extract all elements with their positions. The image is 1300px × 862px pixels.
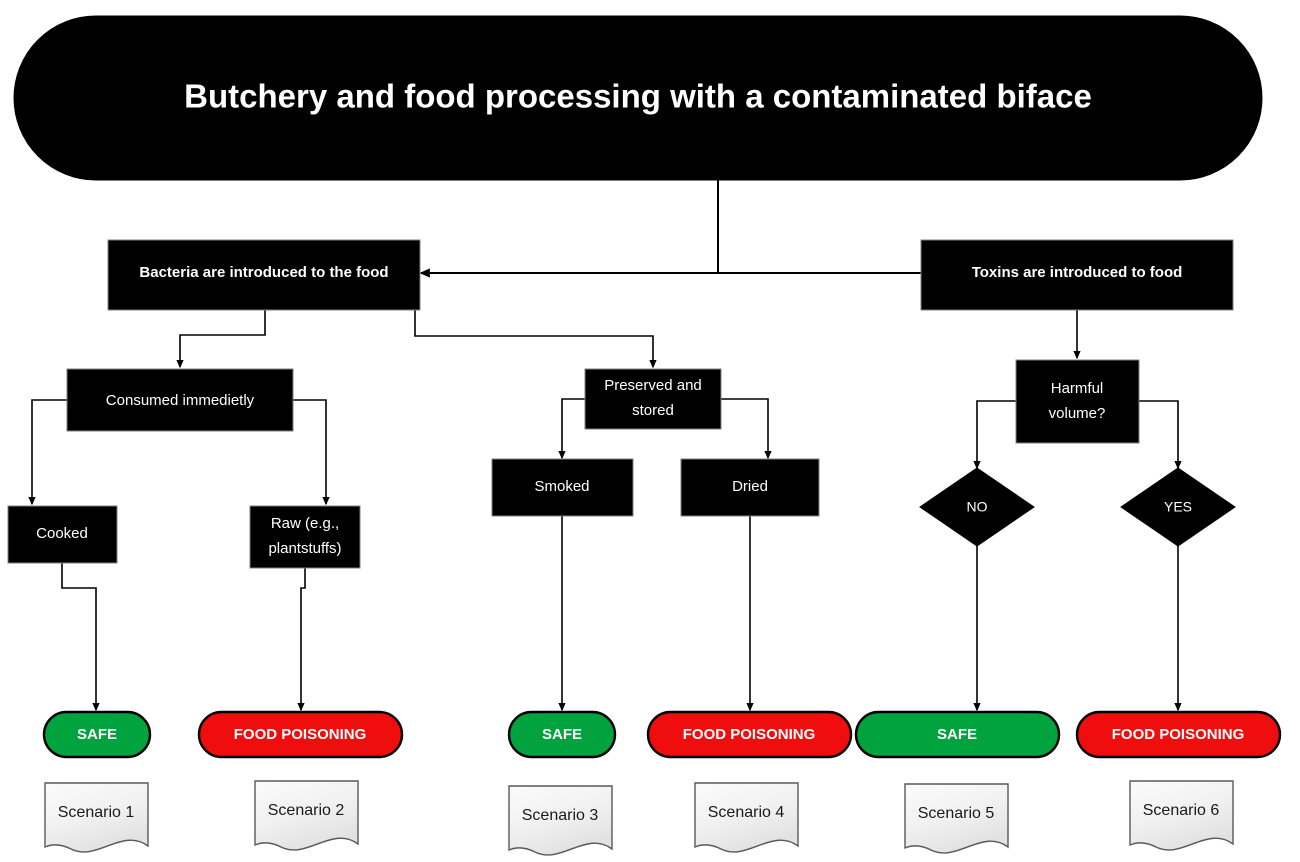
scenario-5-label: Scenario 5 <box>918 805 995 822</box>
scenario-1-shape <box>44 782 149 853</box>
scenario-6-label: Scenario 6 <box>1143 802 1220 819</box>
scenario-4-shape <box>694 782 799 853</box>
outcome-2[interactable]: FOOD POISONING <box>197 710 404 759</box>
outcome-1[interactable]: SAFE <box>42 710 152 759</box>
node-raw-label-line1: Raw (e.g., <box>271 515 339 532</box>
outcome-4-shape <box>646 710 853 759</box>
scenario-3-label: Scenario 3 <box>522 807 599 824</box>
outcome-3-label: SAFE <box>542 726 582 743</box>
connector-bacteria-to-consumed <box>176 310 266 369</box>
connector-cooked-to-outcome-1 <box>61 563 100 712</box>
scenario-1-label: Scenario 1 <box>58 804 135 821</box>
scenario-2[interactable]: Scenario 2 <box>254 780 359 851</box>
scenario-3-shape <box>508 785 613 856</box>
node-dried-label: Dried <box>732 478 768 495</box>
node-yes-shape <box>1120 467 1236 547</box>
scenario-4[interactable]: Scenario 4 <box>694 782 799 853</box>
outcome-5-label: SAFE <box>937 726 977 743</box>
page-title: Butchery and food processing with a cont… <box>184 78 1092 115</box>
outcome-5[interactable]: SAFE <box>854 710 1061 759</box>
node-raw-label-line2: plantstuffs) <box>268 540 341 557</box>
outcome-1-shape <box>42 710 152 759</box>
node-preserved-shape <box>584 368 722 430</box>
node-bacteria-shape <box>107 239 421 311</box>
title-node[interactable]: Butchery and food processing with a cont… <box>13 15 1263 181</box>
outcome-6-shape <box>1075 710 1282 759</box>
node-toxins-label: Toxins are introduced to food <box>972 264 1183 281</box>
node-smoked-label: Smoked <box>534 478 589 495</box>
node-bacteria-label: Bacteria are introduced to the food <box>139 264 388 281</box>
connector-raw-to-outcome-2 <box>297 568 306 712</box>
node-no-shape <box>919 467 1035 547</box>
outcome-4-label: FOOD POISONING <box>683 726 816 743</box>
node-consumed[interactable]: Consumed immedietly <box>66 368 294 432</box>
outcome-3[interactable]: SAFE <box>507 710 617 759</box>
node-cooked-label: Cooked <box>36 525 88 542</box>
scenario-3[interactable]: Scenario 3 <box>508 785 613 856</box>
node-cooked[interactable]: Cooked <box>7 505 118 564</box>
node-toxins-shape <box>920 239 1234 311</box>
node-preserved[interactable]: Preserved and stored <box>584 368 722 430</box>
node-smoked[interactable]: Smoked <box>491 458 634 517</box>
scenario-4-label: Scenario 4 <box>708 804 785 821</box>
scenario-1[interactable]: Scenario 1 <box>44 782 149 853</box>
node-harmful-volume[interactable]: Harmful volume? <box>1015 359 1140 444</box>
scenario-6[interactable]: Scenario 6 <box>1129 780 1234 851</box>
node-dried[interactable]: Dried <box>680 458 820 517</box>
outcome-6[interactable]: FOOD POISONING <box>1075 710 1282 759</box>
outcome-2-shape <box>197 710 404 759</box>
scenario-5-shape <box>904 783 1009 854</box>
node-no[interactable]: NO <box>919 467 1035 547</box>
node-consumed-shape <box>66 368 294 432</box>
scenario-5[interactable]: Scenario 5 <box>904 783 1009 854</box>
node-preserved-label-line2: stored <box>632 402 674 419</box>
outcome-6-label: FOOD POISONING <box>1112 726 1245 743</box>
node-toxins[interactable]: Toxins are introduced to food <box>920 239 1234 311</box>
connector-layer <box>28 180 1182 712</box>
node-no-label: NO <box>967 499 988 515</box>
outcome-5-shape <box>854 710 1061 759</box>
node-harmful-volume-label-line1: Harmful <box>1051 380 1104 397</box>
node-consumed-label: Consumed immedietly <box>106 392 255 409</box>
outcome-1-label: SAFE <box>77 726 117 743</box>
scenario-6-shape <box>1129 780 1234 851</box>
node-bacteria[interactable]: Bacteria are introduced to the food <box>107 239 421 311</box>
node-smoked-shape <box>491 458 634 517</box>
connector-consumed-to-cooked <box>28 399 67 506</box>
node-dried-shape <box>680 458 820 517</box>
connector-harmful-to-yes <box>1139 400 1182 470</box>
node-harmful-volume-label-line2: volume? <box>1049 405 1106 422</box>
connector-consumed-to-raw <box>293 399 330 506</box>
node-preserved-label-line1: Preserved and <box>604 377 702 394</box>
node-raw-shape <box>249 505 361 569</box>
scenario-2-shape <box>254 780 359 851</box>
outcome-3-shape <box>507 710 617 759</box>
node-raw[interactable]: Raw (e.g., plantstuffs) <box>249 505 361 569</box>
node-yes-label: YES <box>1164 499 1192 515</box>
node-cooked-shape <box>7 505 118 564</box>
connector-bacteria-to-preserved <box>414 310 657 369</box>
scenario-2-label: Scenario 2 <box>268 802 345 819</box>
outcome-4[interactable]: FOOD POISONING <box>646 710 853 759</box>
connector-preserved-to-dried <box>721 398 772 460</box>
outcome-2-label: FOOD POISONING <box>234 726 367 743</box>
title-node-shape <box>13 15 1263 181</box>
node-harmful-volume-shape <box>1015 359 1140 444</box>
connector-preserved-to-smoked <box>558 398 585 460</box>
node-yes[interactable]: YES <box>1120 467 1236 547</box>
connector-harmful-to-no <box>973 400 1016 470</box>
